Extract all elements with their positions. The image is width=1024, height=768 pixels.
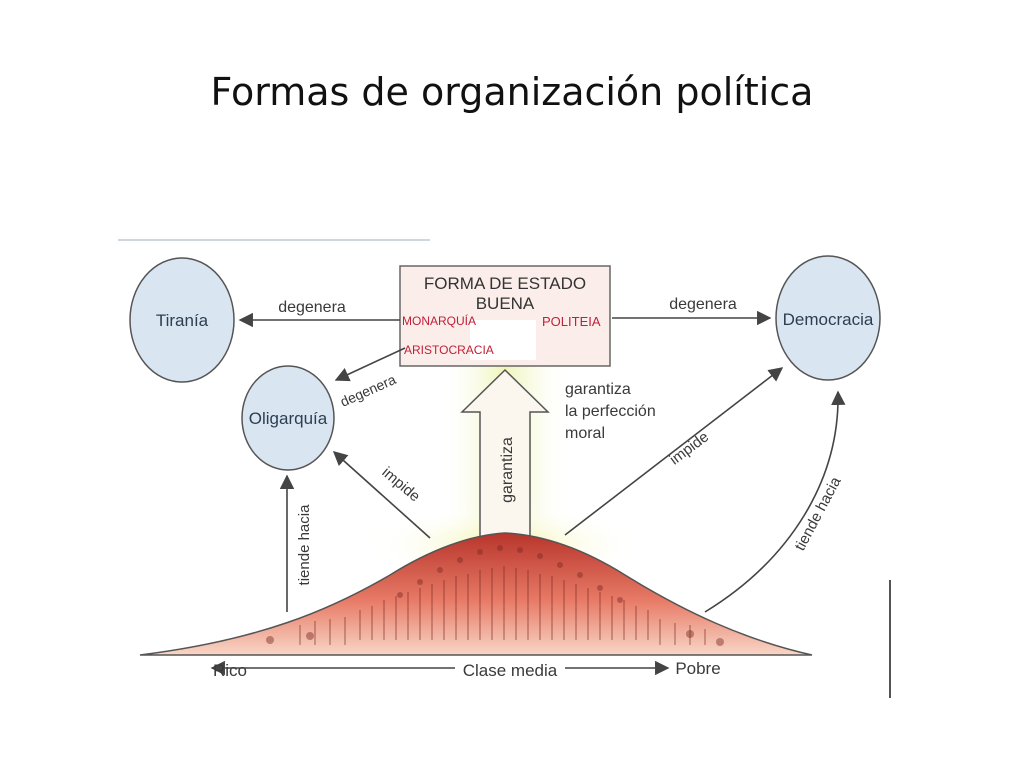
label-impide-right: impide	[667, 428, 713, 468]
label-degenera-right: degenera	[669, 296, 737, 313]
arrow-impide-oligarquia	[332, 451, 431, 539]
label-aristocracia: ARISTOCRACIA	[404, 343, 494, 357]
label-monarquia: MONARQUÍA	[402, 313, 476, 328]
arrow-degenera-oligarquia	[334, 347, 406, 382]
label-tirania: Tiranía	[156, 311, 209, 330]
label-garantiza-note-1: garantiza	[565, 381, 631, 398]
axis-label-pobre: Pobre	[675, 659, 720, 678]
arrow-tiende-democracia	[704, 390, 846, 613]
label-politeia: POLITEIA	[542, 314, 601, 329]
label-degenera-diag: degenera	[338, 371, 399, 410]
box-title-line2: BUENA	[476, 294, 535, 313]
label-degenera-left: degenera	[278, 299, 346, 316]
axis-label-rico: Rico	[213, 661, 247, 680]
population-bell-curve	[139, 532, 813, 656]
forma-estado-box: FORMA DE ESTADO BUENA MONARQUÍA POLITEIA…	[399, 265, 611, 367]
node-oligarquia: Oligarquía	[241, 365, 335, 471]
node-democracia: Democracia	[775, 255, 881, 381]
arrow-impide-democracia	[564, 367, 784, 536]
label-oligarquia: Oligarquía	[249, 409, 328, 428]
axis-label-clase-media: Clase media	[463, 661, 558, 680]
label-garantiza-note-2: la perfección	[565, 403, 656, 420]
label-democracia: Democracia	[783, 310, 874, 329]
label-garantiza: garantiza	[499, 437, 516, 503]
label-tiende-right: tiende hacia	[792, 474, 845, 554]
label-garantiza-note-3: moral	[565, 425, 605, 442]
label-tiende-left: tiende hacia	[296, 504, 313, 586]
box-title-line1: FORMA DE ESTADO	[424, 274, 586, 293]
slide-title: Formas de organización política	[210, 70, 814, 114]
node-tirania: Tiranía	[129, 257, 235, 383]
label-impide-left: impide	[379, 464, 424, 505]
